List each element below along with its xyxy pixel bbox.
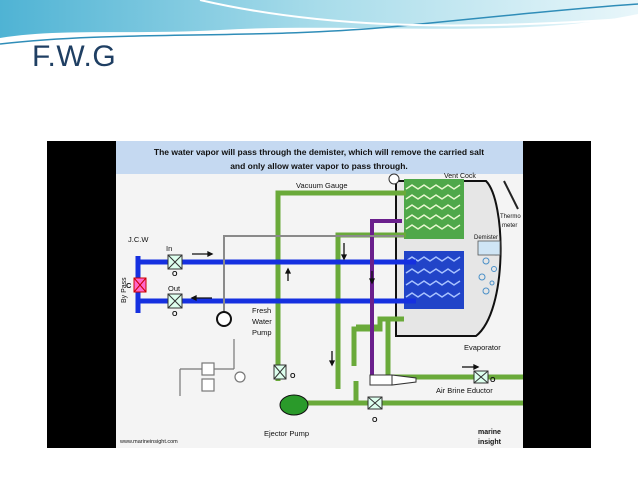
thermometer-label-2: meter	[502, 223, 517, 229]
jcw-label: J.C.W	[128, 235, 149, 244]
o-pump-valve-label: O	[290, 373, 296, 380]
ejector-pump-label: Ejector Pump	[264, 429, 309, 438]
pump-fixtures	[179, 339, 246, 396]
in-valve[interactable]	[167, 254, 183, 270]
caption-bar	[116, 141, 523, 174]
o-in-label: O	[172, 271, 178, 278]
thermometer-stem	[503, 180, 519, 210]
in-label: In	[166, 244, 172, 253]
o-eductor-valve-label: O	[490, 377, 496, 384]
logo-bottom-text: insight	[478, 439, 502, 446]
website-label: www.marineinsight.com	[119, 439, 178, 445]
thermometer-label-1: Thermo	[500, 214, 521, 220]
air-brine-eductor-label: Air Brine Eductor	[436, 386, 493, 395]
by-pass-label: By Pass	[121, 277, 128, 303]
bypass-valve[interactable]	[133, 277, 147, 293]
caption-line-1: The water vapor will pass through the de…	[154, 147, 484, 157]
demister-label: Demister	[474, 235, 498, 241]
slide-title: F.W.G	[32, 40, 117, 73]
o-lower-valve-label: O	[372, 417, 378, 424]
fwg-diagram: The water vapor will pass through the de…	[116, 141, 523, 448]
ejector-pump-icon	[279, 394, 309, 416]
logo-top-text: marine	[478, 429, 501, 436]
fresh-water-pump-icon	[216, 311, 232, 327]
grey-pipe	[223, 235, 404, 319]
pump-valve[interactable]	[273, 364, 287, 380]
purple-pipe	[370, 219, 402, 379]
caption-line-2: and only allow water vapor to pass throu…	[230, 161, 408, 171]
out-label: Out	[168, 284, 181, 293]
header-swoosh-decoration	[0, 0, 638, 45]
fresh-water-pump-label-1: Fresh	[252, 306, 271, 315]
fresh-water-pump-label-3: Pump	[252, 328, 272, 337]
vacuum-gauge-icon	[388, 173, 400, 185]
demister-screen	[477, 240, 501, 256]
flow-arrows	[190, 243, 480, 371]
air-brine-eductor-icon	[369, 374, 417, 386]
eductor-valve[interactable]	[473, 370, 489, 384]
evaporator-label: Evaporator	[464, 343, 501, 352]
out-valve[interactable]	[167, 293, 183, 309]
fresh-water-pump-label-2: Water	[252, 317, 272, 326]
lower-valve[interactable]	[367, 396, 383, 410]
vent-cock-label: Vent Cock	[444, 173, 476, 180]
o-out-label: O	[172, 311, 178, 318]
vacuum-gauge-label: Vacuum Gauge	[296, 181, 348, 190]
c-label: C	[126, 281, 132, 290]
